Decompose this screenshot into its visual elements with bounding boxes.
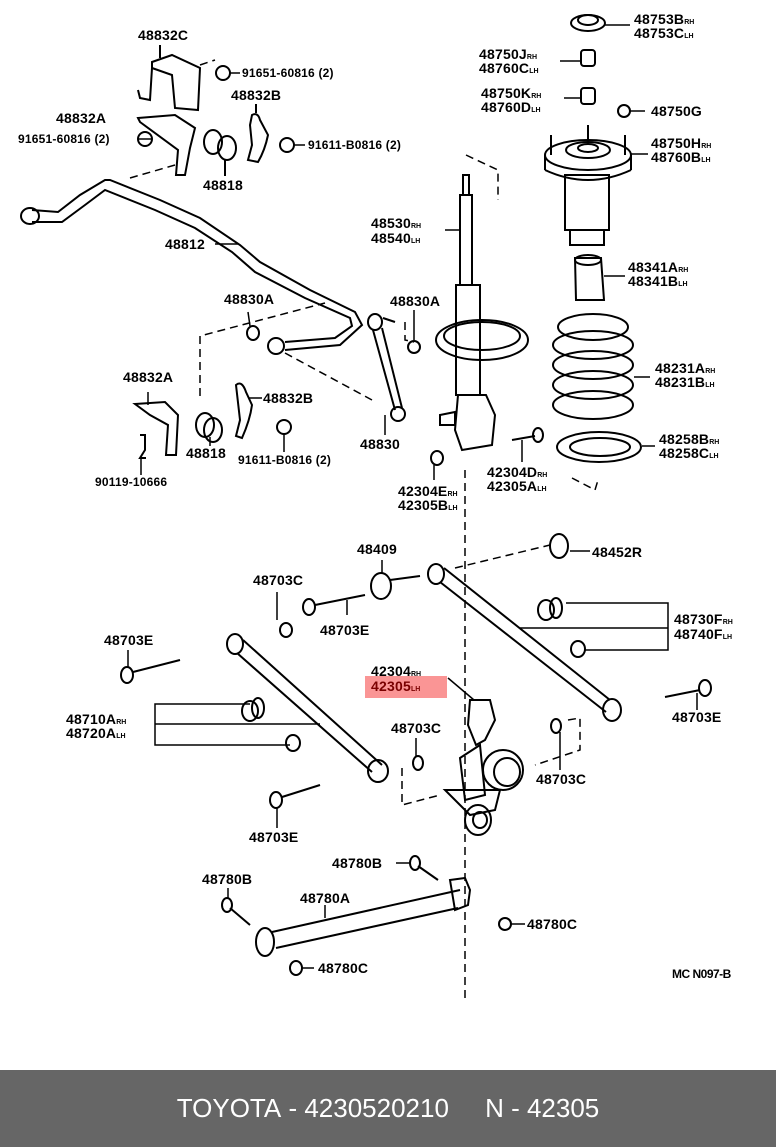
footer-brand: TOYOTA: [176, 1093, 282, 1123]
label-48750h[interactable]: 48750HRH: [651, 135, 712, 151]
lower-arm-48710a: [226, 633, 389, 783]
nut-48750j: [580, 49, 596, 67]
label-48832c[interactable]: 48832C: [138, 27, 189, 43]
label-48231a[interactable]: 48231ARH: [655, 360, 716, 376]
strut-48530: [435, 174, 529, 452]
coil-spring-48231: [552, 313, 650, 420]
label-48740f[interactable]: 48740FLH: [674, 626, 733, 642]
label-48753c[interactable]: 48753CLH: [634, 25, 694, 41]
label-48258b[interactable]: 48258BRH: [659, 431, 720, 447]
label-48760d[interactable]: 48760DLH: [481, 99, 541, 115]
label-48540[interactable]: 48540LH: [371, 230, 421, 246]
label-48750g[interactable]: 48750G: [651, 103, 703, 119]
label-48530[interactable]: 48530RH: [371, 215, 422, 231]
footer-ref-number: 42305: [526, 1093, 600, 1123]
bracket-48832a-top: [136, 113, 197, 176]
label-42304e[interactable]: 42304ERH: [398, 483, 458, 499]
label-48780b-a[interactable]: 48780B: [332, 855, 383, 871]
spring-insulator-48258: [556, 431, 642, 463]
label-48760c[interactable]: 48760CLH: [479, 60, 539, 76]
bolt-marker-b4: [276, 419, 292, 435]
label-48703e-a[interactable]: 48703E: [320, 622, 370, 638]
label-48832b-top[interactable]: 48832B: [231, 87, 282, 103]
label-48231b[interactable]: 48231BLH: [655, 374, 715, 390]
strut-mount-48750h: [544, 125, 648, 246]
label-48750k[interactable]: 48750KRH: [481, 85, 542, 101]
label-48703c-b[interactable]: 48703C: [391, 720, 442, 736]
parts-diagram: 48832C 91651-60816 (2) 48832B 48832A 916…: [18, 11, 733, 1000]
clamp-48832b-top: [246, 104, 270, 164]
label-42305-highlighted[interactable]: 42305LH: [371, 678, 421, 694]
footer-part-number: 4230520210: [304, 1093, 449, 1123]
bushing-48750k: [580, 87, 596, 105]
label-48703e-b[interactable]: 48703E: [104, 632, 154, 648]
bracket-48832a-bottom: [132, 400, 180, 456]
label-91651-60816-a[interactable]: 91651-60816 (2): [242, 66, 334, 80]
label-48750j[interactable]: 48750JRH: [479, 46, 538, 62]
footer-ref-prefix: N: [485, 1093, 504, 1123]
label-48703c-a[interactable]: 48703C: [253, 572, 304, 588]
label-48341a[interactable]: 48341ARH: [628, 259, 689, 275]
label-42304[interactable]: 42304RH: [371, 663, 422, 679]
label-42304d[interactable]: 42304DRH: [487, 464, 548, 480]
footer-separator-2: -: [503, 1093, 527, 1123]
highlight-42305: [365, 676, 447, 698]
label-48832a-top[interactable]: 48832A: [56, 110, 107, 126]
label-48780c-a[interactable]: 48780C: [527, 916, 578, 932]
label-48780c-b[interactable]: 48780C: [318, 960, 369, 976]
footer-bar: TOYOTA - 4230520210 N - 42305: [0, 1070, 776, 1147]
label-42305a[interactable]: 42305ALH: [487, 478, 547, 494]
footer-separator: -: [281, 1093, 305, 1123]
drawing-code: MC N097-B: [672, 967, 731, 981]
cam-48409: [370, 572, 392, 600]
steering-knuckle-42305: [442, 677, 524, 836]
label-48818-top[interactable]: 48818: [203, 177, 243, 193]
label-48720a[interactable]: 48720ALH: [66, 725, 126, 741]
label-48452r[interactable]: 48452R: [592, 544, 643, 560]
bolt-90119: [138, 434, 146, 459]
label-48812[interactable]: 48812: [165, 236, 205, 252]
label-48409[interactable]: 48409: [357, 541, 397, 557]
upper-arm-48730: [427, 563, 622, 722]
label-90119-10666[interactable]: 90119-10666: [95, 475, 168, 489]
label-48760b[interactable]: 48760BLH: [651, 149, 711, 165]
label-91651-60816-b[interactable]: 91651-60816 (2): [18, 132, 110, 146]
label-42305b[interactable]: 42305BLH: [398, 497, 458, 513]
label-48703c-c[interactable]: 48703C: [536, 771, 587, 787]
stabilizer-link-48830: [367, 313, 406, 435]
label-48341b[interactable]: 48341BLH: [628, 273, 688, 289]
diagram-drawing: [20, 14, 712, 1000]
bump-stop-48341: [573, 257, 606, 301]
label-48730f[interactable]: 48730FRH: [674, 611, 733, 627]
bushing-48452r: [549, 533, 569, 559]
label-91611-b0816-b[interactable]: 91611-B0816 (2): [238, 453, 332, 467]
label-48710a[interactable]: 48710ARH: [66, 711, 127, 727]
lateral-rod-48780a: [255, 876, 472, 957]
nut-marker-g: [617, 104, 631, 118]
bracket-48832c: [137, 45, 202, 112]
label-48258c[interactable]: 48258CLH: [659, 445, 719, 461]
label-48830a-left[interactable]: 48830A: [224, 291, 275, 307]
label-48703e-c[interactable]: 48703E: [672, 709, 722, 725]
label-48703e-d[interactable]: 48703E: [249, 829, 299, 845]
bushing-48818-top: [203, 129, 237, 176]
clamp-48832b-bottom: [234, 382, 254, 440]
bolt-marker-b3: [279, 137, 295, 153]
stabilizer-bar-48812: [20, 179, 364, 355]
label-48832b-bottom[interactable]: 48832B: [263, 390, 314, 406]
label-48780b-b[interactable]: 48780B: [202, 871, 253, 887]
label-91611-b0816-a[interactable]: 91611-B0816 (2): [308, 138, 402, 152]
label-48832a-bottom[interactable]: 48832A: [123, 369, 174, 385]
label-48830a-right[interactable]: 48830A: [390, 293, 441, 309]
cap-48753b: [570, 14, 606, 32]
footer-gap: [449, 1093, 485, 1124]
label-48818-bottom[interactable]: 48818: [186, 445, 226, 461]
label-48780a[interactable]: 48780A: [300, 890, 351, 906]
label-48830[interactable]: 48830: [360, 436, 400, 452]
label-48753b[interactable]: 48753BRH: [634, 11, 695, 27]
bolt-marker-b1: [215, 65, 231, 81]
